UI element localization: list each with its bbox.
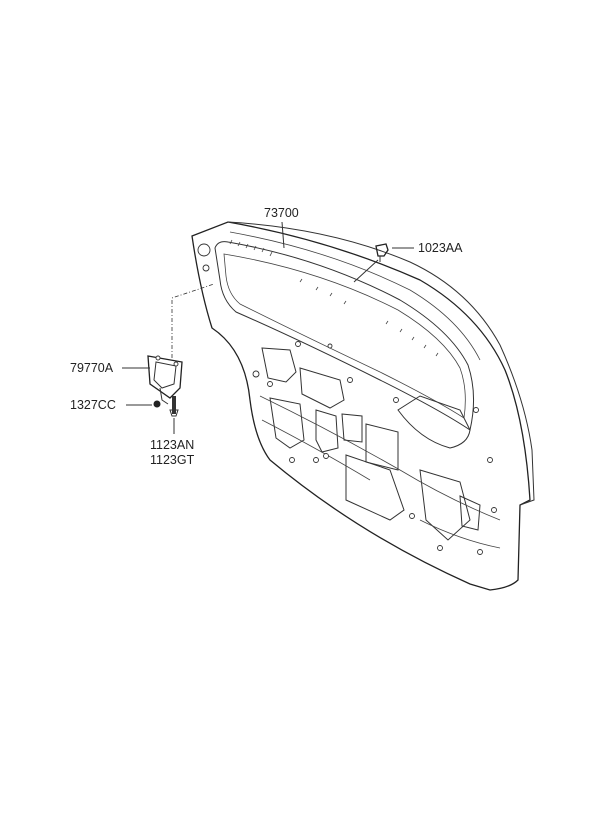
leader-73700 [281,221,285,249]
panel-cutout [459,495,481,531]
part-label-1327CC: 1327CC [70,398,116,412]
window-opening-inner [223,253,466,419]
panel-cutout [397,395,471,449]
panel-cutout [419,469,471,541]
alignment-dashed-line [171,283,215,358]
hinge-hole [197,243,211,257]
panel-cutout [365,423,399,471]
panel-cutout [315,409,339,453]
window-opening [214,241,475,431]
clip-part [375,243,389,262]
panel-cutout [299,367,345,409]
hinge-hole [202,264,210,272]
panel-cutout [261,347,297,383]
striker-bracket [147,355,183,405]
part-label-1023AA: 1023AA [418,241,463,255]
nut-part [153,400,161,408]
part-label-1123AN: 1123AN [150,438,195,452]
bolt-part [169,396,179,417]
panel-cutout [345,454,405,521]
part-label-1123GT: 1123GT [150,453,195,467]
panel-cutout [269,397,305,449]
panel-cutout [341,413,363,443]
leader-1023AA-panel [353,259,379,283]
tailgate-outer-outline [191,221,531,591]
part-label-73700: 73700 [264,206,299,220]
part-label-79770A: 79770A [70,361,114,375]
tailgate-flange [227,221,535,506]
